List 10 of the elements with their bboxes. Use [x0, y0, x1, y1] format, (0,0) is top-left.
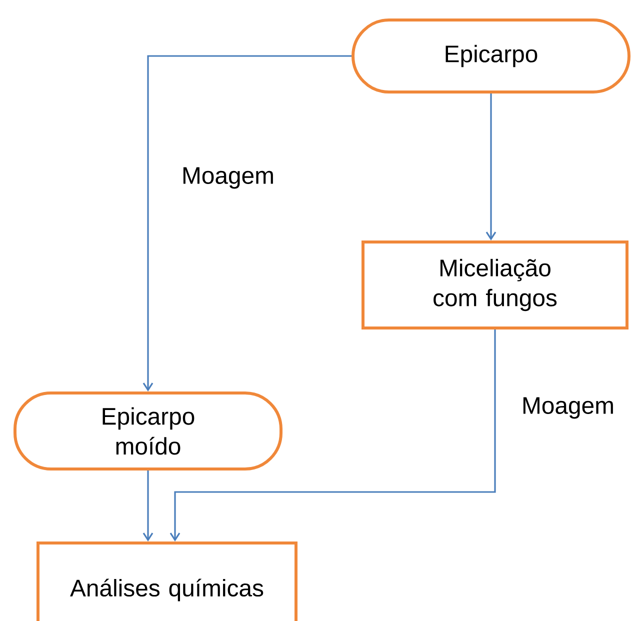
arrow [142, 55, 352, 392]
arrow [486, 94, 496, 240]
process-terminal: Epicarpo [352, 18, 630, 94]
edge-label: Moagem [520, 395, 617, 421]
arrow [170, 330, 496, 542]
process-box: Análises químicas [36, 542, 298, 621]
arrow [142, 470, 154, 542]
process-terminal: Epicarpo moído [14, 392, 282, 470]
edge-label: Moagem [180, 165, 277, 191]
process-box: Miceliação com fungos [362, 240, 628, 330]
